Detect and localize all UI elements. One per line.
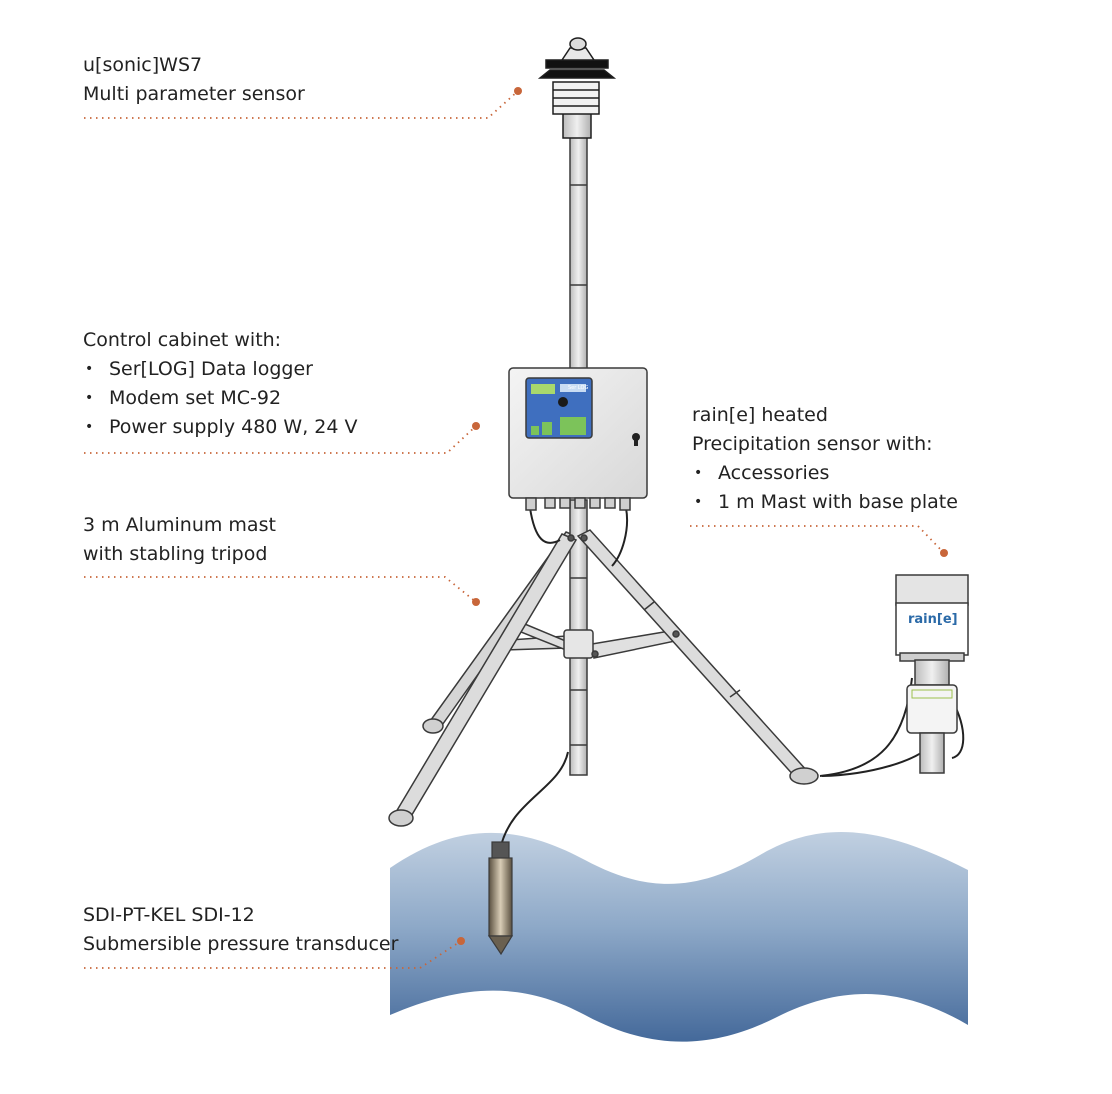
leader-lines (84, 90, 945, 969)
label-cabinet: Control cabinet with: Ser[LOG] Data logg… (83, 326, 358, 442)
label-rain-title: rain[e] heated (692, 404, 828, 426)
tripod-foot-right (789, 767, 819, 785)
rain-sensor-neck (914, 659, 950, 686)
leader-line-transducer (84, 940, 462, 969)
cable-rain-sensor-2 (821, 744, 931, 777)
label-rain-list: Accessories 1 m Mast with base plate (692, 459, 958, 517)
transducer-body (488, 857, 513, 937)
tripod-foot-left (388, 809, 414, 827)
cable-cabinet-right (611, 507, 628, 567)
rain-sensor-brand-text: rain[e] (908, 612, 958, 627)
rain-sensor-top (895, 574, 969, 606)
cabinet-brand-text: Ser LOG (568, 385, 588, 391)
leader-dot-mast (472, 598, 480, 606)
water-body (390, 832, 968, 1042)
label-sensor-title: u[sonic]WS7 (83, 54, 203, 76)
mast-upper (569, 134, 588, 376)
leader-line-rain (690, 525, 945, 554)
label-rain: rain[e] heated Precipitation sensor with… (692, 401, 958, 517)
mast-clamp (563, 629, 594, 659)
rain-sensor-junction-box (906, 684, 958, 734)
label-transducer-title: SDI-PT-KEL SDI-12 (83, 904, 255, 926)
rain-sensor (895, 574, 969, 774)
leader-dot-sensor (514, 87, 522, 95)
control-cabinet (508, 367, 648, 511)
leader-dot-cabinet (472, 422, 480, 430)
list-item: Power supply 480 W, 24 V (83, 413, 358, 442)
leader-line-mast (84, 576, 477, 603)
label-sensor: u[sonic]WS7 Multi parameter sensor (83, 51, 305, 109)
sensor-mount (562, 111, 592, 139)
tripod-leg-left (394, 533, 578, 819)
sensor-shield (537, 69, 617, 79)
label-mast-subtitle: with stabling tripod (83, 543, 268, 565)
rain-sensor-mast (919, 732, 945, 774)
label-rain-subtitle: Precipitation sensor with: (692, 433, 933, 455)
cable-transducer (499, 751, 569, 851)
leader-dot-transducer (457, 937, 465, 945)
leader-line-cabinet (84, 425, 477, 454)
weather-sensor (537, 37, 617, 139)
label-sensor-subtitle: Multi parameter sensor (83, 83, 305, 105)
label-cabinet-list: Ser[LOG] Data logger Modem set MC-92 Pow… (83, 355, 358, 442)
list-item: Modem set MC-92 (83, 384, 358, 413)
list-item: Ser[LOG] Data logger (83, 355, 358, 384)
label-transducer-subtitle: Submersible pressure transducer (83, 933, 399, 955)
label-mast-title: 3 m Aluminum mast (83, 514, 276, 536)
cable-cabinet-left (529, 507, 561, 544)
label-cabinet-title: Control cabinet with: (83, 329, 282, 351)
label-transducer: SDI-PT-KEL SDI-12 Submersible pressure t… (83, 901, 398, 959)
label-mast: 3 m Aluminum mast with stabling tripod (83, 511, 276, 569)
tripod-front (388, 529, 819, 827)
leader-dots (457, 87, 948, 945)
tripod-foot-back (422, 718, 444, 734)
cable-rain-sensor (819, 677, 913, 777)
rain-sensor-body (895, 602, 969, 656)
pressure-transducer (487, 841, 514, 956)
leader-dot-rain (940, 549, 948, 557)
list-item: Accessories (692, 459, 958, 488)
list-item: 1 m Mast with base plate (692, 488, 958, 517)
